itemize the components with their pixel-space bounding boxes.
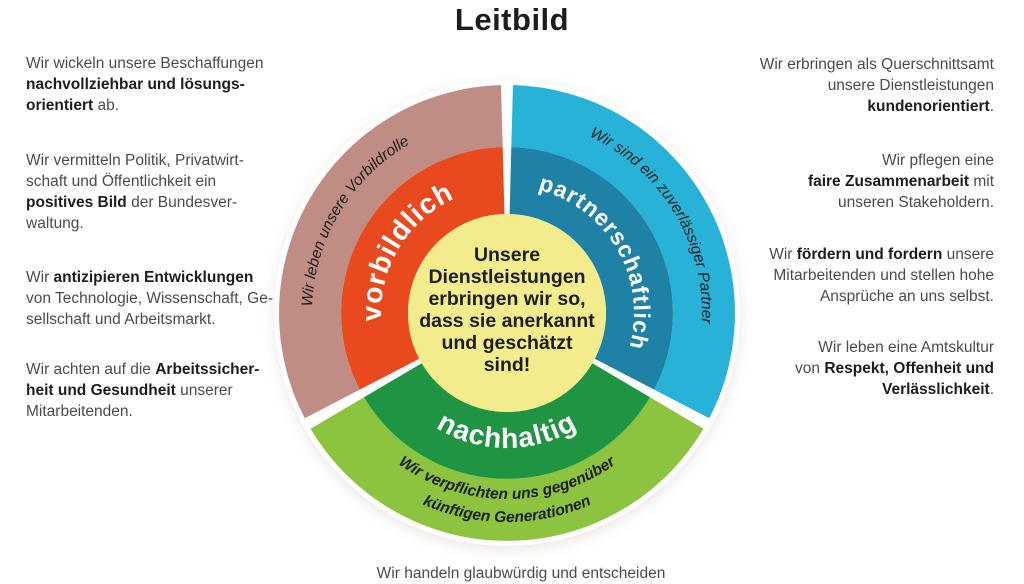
- statement-left-2: Wir vermitteln Politik, Privatwirt- scha…: [26, 152, 244, 232]
- statement-left-1: Wir wickeln unsere Beschaffungen nachvol…: [26, 55, 264, 114]
- center-circle: [408, 214, 606, 412]
- statement-right-3: Wir fördern und fordern unsere Mitarbeit…: [769, 246, 994, 305]
- segment-vorbildlich-inner-ring: [341, 147, 505, 390]
- statement-right-1: Wir erbringen als Querschnittsamt unsere…: [759, 56, 994, 115]
- segment-nachhaltig-inner-ring: [364, 363, 650, 479]
- statement-left-3: Wir antizipieren Entwicklungen von Techn…: [26, 269, 273, 328]
- segment-vorbildlich-outer-ring: [279, 85, 503, 419]
- center-message: Unsere Dienstleistungen erbringen wir so…: [419, 244, 595, 376]
- segment-partnerschaftlich-inner-ring: [509, 147, 673, 390]
- statement-bottom-clipped: Wir handeln glaubwürdig und entscheiden: [376, 565, 666, 582]
- statement-right-2: Wir pflegen eine faire Zusammenarbeit mi…: [807, 152, 994, 211]
- segment-partnerschaftlich-outer-ring: [511, 85, 735, 419]
- segment-nachhaltig-outer-ring: [310, 397, 704, 541]
- statement-right-4: Wir leben eine Amtskultur von Respekt, O…: [795, 339, 994, 398]
- statement-left-4: Wir achten auf die Arbeitssicher- heit u…: [26, 361, 260, 420]
- page-title: Leitbild: [454, 2, 570, 37]
